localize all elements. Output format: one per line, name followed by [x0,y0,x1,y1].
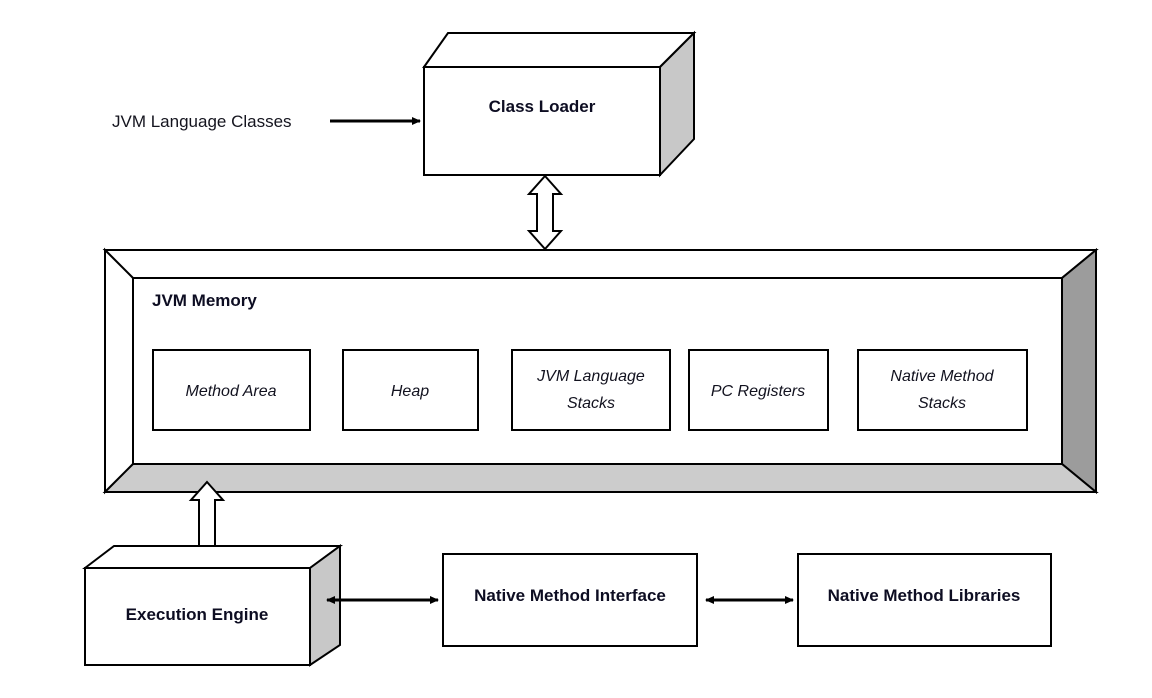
jvm-memory-bottom-bevel [102,463,1099,493]
native-method-libraries-label: Native Method Libraries [828,586,1021,605]
execution-engine-side-face [309,544,341,667]
memory-region-native-method-stacks: Native Method Stacks [857,349,1028,431]
jvm-memory-top-bevel [102,249,1099,279]
class-loader-box: Class Loader [422,30,697,178]
memory-region-box [342,349,479,431]
jvm-memory-container: JVM Memory Method Area Heap JVM Language… [102,247,1099,495]
native-method-interface-rect [442,553,698,647]
memory-region-label: PC Registers [711,383,805,400]
class-loader-label: Class Loader [489,97,596,116]
jvm-memory-right-bevel [1061,247,1097,495]
class-loader-front-face [423,66,661,176]
native-method-interface-box: Native Method Interface [442,553,698,647]
execution-engine-label: Execution Engine [126,605,269,624]
native-method-libraries-rect [797,553,1052,647]
memory-region-box [152,349,311,431]
memory-region-box [688,349,829,431]
execution-engine-top-face [82,545,344,569]
native-method-libraries-box: Native Method Libraries [797,553,1052,647]
memory-region-label-line2: Stacks [567,395,615,412]
memory-region-jvm-language-stacks: JVM Language Stacks [511,349,671,431]
memory-region-label: Heap [391,383,429,400]
execution-engine-box: Execution Engine [82,544,344,667]
memory-region-heap: Heap [342,349,479,431]
memory-region-label-line2: Stacks [918,395,966,412]
memory-region-box [857,349,1028,431]
connector-class-loader-to-jvm-memory [526,174,564,251]
input-label: JVM Language Classes [112,112,292,131]
memory-region-label-line1: JVM Language [536,368,645,385]
memory-region-label: Method Area [185,383,276,400]
class-loader-top-face [422,32,697,68]
memory-region-box [511,349,671,431]
memory-region-pc-registers: PC Registers [688,349,829,431]
jvm-memory-left-bevel [104,247,134,495]
memory-region-label-line1: Native Method [890,368,994,385]
native-method-interface-label: Native Method Interface [474,586,666,605]
execution-engine-front-face [84,567,311,666]
memory-region-method-area: Method Area [152,349,311,431]
jvm-memory-label: JVM Memory [152,291,257,310]
